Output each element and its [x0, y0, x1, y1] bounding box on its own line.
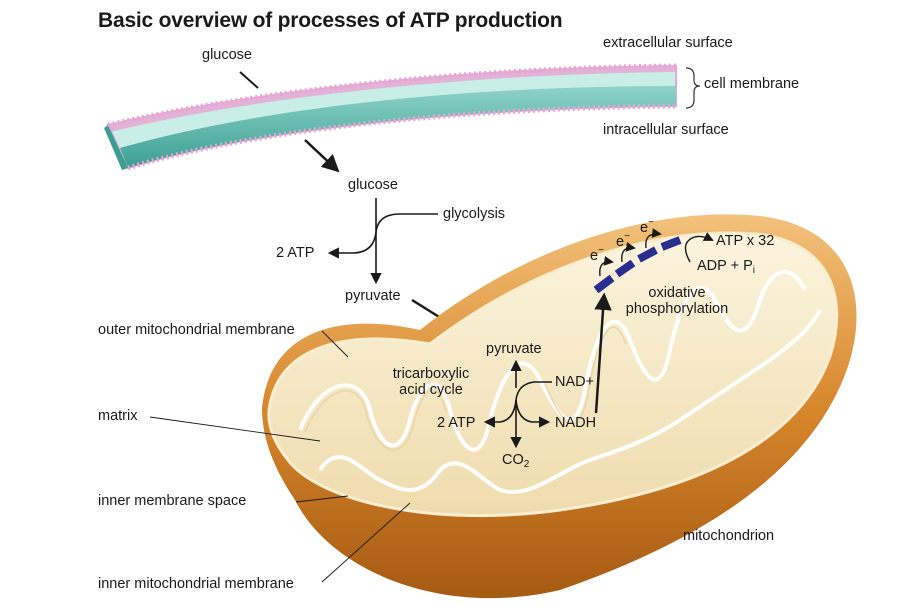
glycolysis-atp-label: 2 ATP: [276, 245, 315, 261]
electron-hop-arrows: [599, 228, 714, 277]
glucose-pointer: [239, 71, 259, 89]
adp-input-label: ADP + Pi: [697, 258, 755, 276]
electron-label-1: e−: [590, 245, 604, 264]
tca-atp-label: 2 ATP: [437, 415, 476, 431]
etc-complex-3: [637, 246, 658, 263]
nadh-to-etc-arrow: [594, 292, 612, 414]
pyruvate-label: pyruvate: [345, 288, 401, 304]
electron-label-2: e−: [616, 231, 630, 250]
extracellular-surface-label: extracellular surface: [603, 35, 733, 51]
outer-membrane-label: outer mitochondrial membrane: [98, 322, 295, 338]
etc-complex-4: [660, 236, 682, 251]
oxphos-name-line2: phosphorylation: [625, 301, 729, 317]
co2-subscript: 2: [523, 459, 530, 470]
cell-membrane-label: cell membrane: [704, 76, 800, 92]
tca-name-label: tricarboxylic acid cycle: [386, 366, 476, 398]
glycolysis-label: glycolysis: [443, 206, 506, 222]
tca-pyruvate-label: pyruvate: [486, 341, 542, 357]
glucose-entry-arrow: [304, 139, 340, 173]
matrix-label: matrix: [98, 408, 138, 424]
glycolysis-arrows: [327, 198, 438, 285]
page-title: Basic overview of processes of ATP produ…: [98, 9, 563, 32]
tca-cycle-arrows: [483, 359, 552, 449]
inner-membrane-label: inner mitochondrial membrane: [98, 576, 294, 592]
intracellular-surface-label: intracellular surface: [603, 122, 729, 138]
cell-membrane-slab: [104, 63, 677, 171]
mitochondrion-body: [262, 214, 857, 599]
tca-name-line1: tricarboxylic: [392, 366, 470, 382]
tca-name-line2: acid cycle: [399, 382, 463, 398]
nad-label: NAD+: [555, 374, 595, 390]
oxphos-name-label: oxidative phosphorylation: [612, 285, 742, 317]
etc-complex-2: [614, 259, 636, 278]
cell-membrane-bracket: [685, 67, 701, 109]
label-leader-lines: [149, 330, 411, 583]
electron-label-3: e−: [640, 217, 654, 236]
nadh-label: NADH: [555, 415, 597, 431]
glucose-outside-label: glucose: [202, 47, 252, 63]
mitochondrion-label: mitochondrion: [683, 528, 775, 544]
oxphos-name-line1: oxidative: [648, 285, 706, 301]
electron-transport-chain: [593, 236, 682, 294]
inner-membrane-space-label: inner membrane space: [98, 493, 247, 509]
etc-complex-1: [593, 274, 615, 294]
glucose-label: glucose: [348, 177, 398, 193]
co2-main: CO: [502, 452, 524, 468]
atp-output-label: ATP x 32: [716, 233, 775, 249]
co2-label: CO2: [502, 452, 529, 470]
